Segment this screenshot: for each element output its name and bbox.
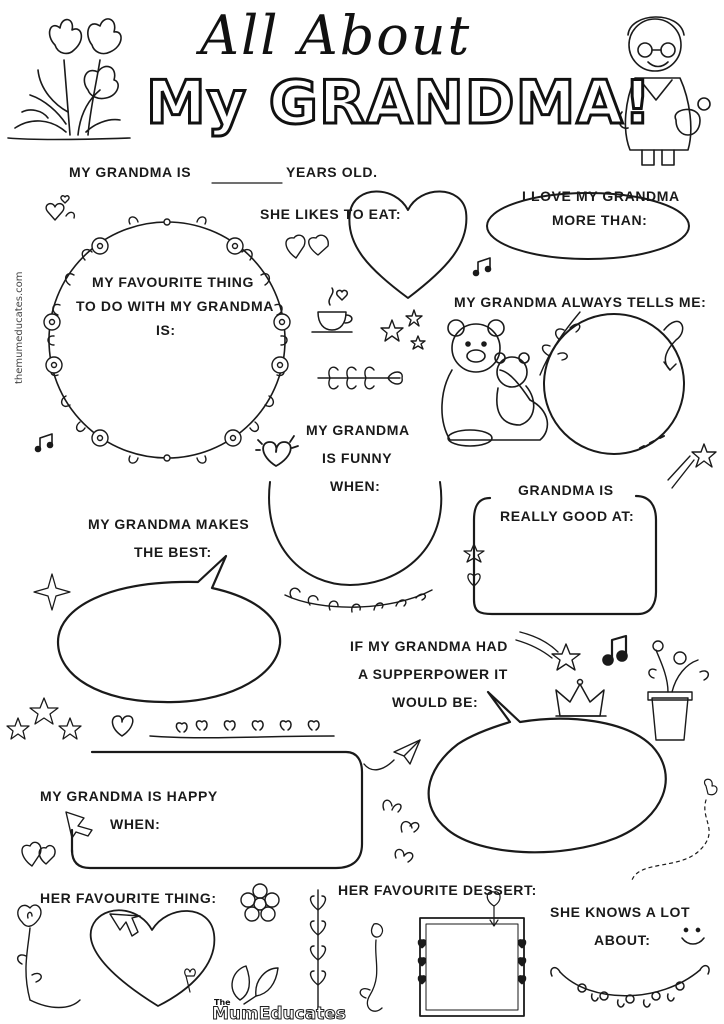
shooting-star-icon	[667, 443, 717, 489]
teacup-icon	[311, 287, 353, 333]
bracket-answer-box[interactable]	[70, 750, 364, 870]
prompt-superpower-1: IF MY GRANDMA HAD	[350, 638, 508, 654]
tulip-bouquet-icon	[7, 18, 131, 141]
leaf-icon	[317, 366, 403, 390]
heart-icon	[21, 841, 56, 867]
brand-the: The	[214, 998, 231, 1007]
prompt-makes-2: THE BEST:	[134, 544, 212, 560]
stars-icon	[33, 573, 71, 611]
prompt-happy-1: MY GRANDMA IS HAPPY	[40, 788, 218, 804]
title-script: All About	[200, 4, 472, 67]
leaf-icon	[284, 587, 433, 613]
side-credit: themumeducates.com	[14, 271, 25, 384]
garland-icon	[550, 964, 710, 1008]
smiley-icon	[681, 927, 705, 945]
swirl-arrow-icon	[663, 320, 684, 371]
arrow-icon	[109, 913, 141, 937]
stars-icon	[380, 309, 426, 350]
circle-answer-box[interactable]	[543, 313, 685, 455]
leaf-icon	[539, 311, 581, 376]
prompt-superpower-3: WOULD BE:	[392, 694, 479, 710]
prompt-always-tells: MY GRANDMA ALWAYS TELLS ME:	[454, 294, 707, 310]
prompt-fav-thing-1: MY FAVOURITE THING	[92, 274, 254, 290]
page-title: My GRANDMA!	[144, 67, 653, 140]
flower-icon	[184, 968, 196, 993]
wreath-icon	[43, 216, 291, 464]
prompt-years-old-b: YEARS OLD.	[286, 164, 378, 180]
prompt-knows-lot-2: ABOUT:	[594, 932, 651, 948]
prompt-her-fav-thing: HER FAVOURITE THING:	[40, 890, 217, 906]
stars-icon	[463, 543, 485, 587]
prompt-funny-1: MY GRANDMA	[306, 422, 410, 438]
flower-icon	[359, 923, 384, 1012]
prompt-funny-3: WHEN:	[330, 478, 381, 494]
prompt-good-at-1: GRANDMA IS	[518, 482, 614, 498]
flower-pot-icon	[647, 640, 710, 741]
bears-illustration-icon	[441, 319, 549, 447]
brand-logo: MumEducates	[212, 1004, 347, 1024]
heart-icon	[111, 715, 335, 739]
prompt-happy-2: WHEN:	[110, 816, 161, 832]
prompt-knows-lot-1: SHE KNOWS A LOT	[550, 904, 691, 920]
grandma-illustration-icon	[618, 16, 711, 166]
prompt-fav-thing-3: IS:	[156, 322, 176, 338]
frame-icon[interactable]	[419, 891, 525, 1017]
heart-icon	[255, 435, 299, 467]
leaf-icon	[382, 799, 420, 863]
prompt-good-at-2: REALLY GOOD AT:	[500, 508, 635, 524]
leaf-icon	[231, 889, 327, 1011]
prompt-years-old-a: MY GRANDMA IS	[69, 164, 192, 180]
circle-answer-box[interactable]	[268, 481, 443, 586]
oval-answer-box[interactable]	[486, 192, 690, 260]
rose-icon	[16, 904, 81, 1009]
heart-answer-box[interactable]	[348, 190, 468, 299]
butterfly-icon	[631, 778, 718, 881]
prompt-funny-2: IS FUNNY	[322, 450, 393, 466]
prompt-fav-thing-2: TO DO WITH MY GRANDMA	[76, 298, 274, 314]
shooting-star-icon	[515, 631, 581, 671]
heart-answer-box[interactable]	[89, 909, 216, 1007]
flower-icon	[240, 883, 280, 922]
prompt-love-more-2: MORE THAN:	[552, 212, 648, 228]
heart-icon	[45, 195, 76, 221]
heart-icon	[285, 234, 329, 259]
stars-icon	[6, 697, 82, 740]
paper-plane-icon	[363, 739, 421, 771]
prompt-love-more-1: I LOVE MY GRANDMA	[522, 188, 680, 204]
prompt-likes-to-eat: SHE LIKES TO EAT:	[260, 206, 402, 222]
speech-bubble-answer-box[interactable]	[427, 690, 667, 854]
prompt-makes-1: MY GRANDMA MAKES	[88, 516, 250, 532]
crown-icon	[555, 678, 607, 717]
heart-icon	[417, 939, 527, 985]
prompt-superpower-2: A SUPPERPOWER IT	[358, 666, 508, 682]
speech-bubble-answer-box[interactable]	[56, 554, 282, 704]
bracket-answer-box[interactable]	[472, 494, 658, 616]
prompt-her-fav-dessert: HER FAVOURITE DESSERT:	[338, 882, 537, 898]
music-note-icon	[34, 257, 628, 666]
arrow-icon	[65, 811, 93, 839]
